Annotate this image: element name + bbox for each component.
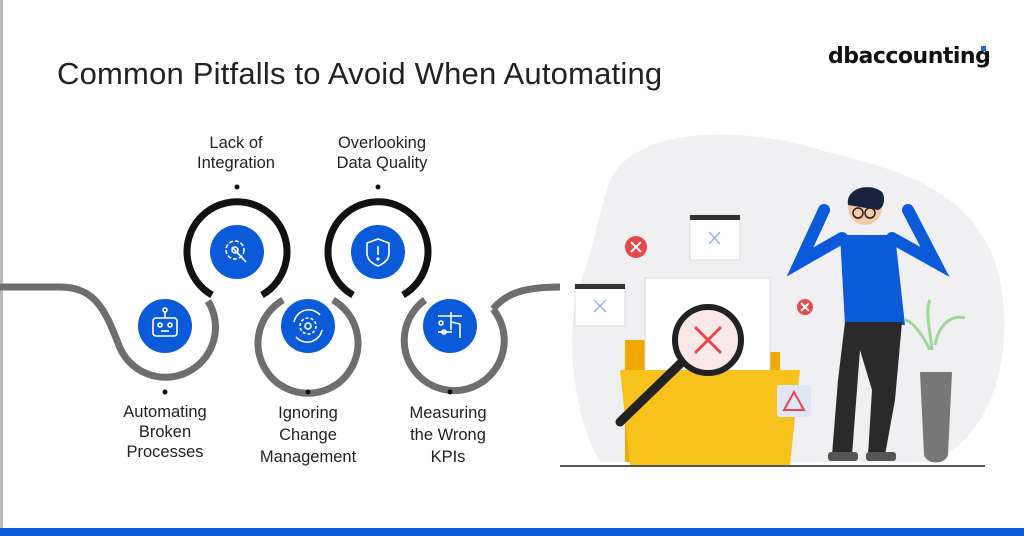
error-x-icon — [625, 236, 647, 258]
marker-dot — [234, 184, 240, 190]
pitfall-label-4: Overlooking Data Quality — [312, 133, 452, 173]
pitfall-label-5: Measuring the Wrong KPIs — [378, 402, 518, 468]
worried-person-illustration — [786, 187, 950, 461]
label-line: KPIs — [430, 448, 466, 466]
label-line: Broken — [138, 423, 192, 441]
label-line: Integration — [197, 154, 275, 172]
pitfall-label-1: Automating Broken Processes — [95, 402, 235, 462]
bottom-accent-bar — [0, 528, 1024, 536]
pitfall-label-2: Lack of Integration — [166, 133, 306, 173]
label-line: Automating — [123, 403, 207, 421]
browser-window-icon — [689, 214, 741, 261]
browser-window-icon — [574, 283, 626, 327]
track-arc-1 — [114, 299, 219, 381]
robot-icon — [138, 299, 192, 353]
track-arc-5 — [400, 297, 508, 395]
magnifier-icon — [615, 304, 744, 427]
track-arc-2 — [183, 198, 291, 299]
warning-icon — [777, 385, 811, 417]
hand-touch-icon — [423, 299, 477, 353]
label-line: Lack of — [209, 134, 263, 152]
frame-edge — [0, 0, 3, 536]
track-arc-4 — [324, 198, 432, 299]
plant-vase-illustration — [904, 299, 966, 463]
brand-logo-mark — [981, 46, 986, 51]
page-title: Common Pitfalls to Avoid When Automating — [57, 56, 663, 91]
marker-dot — [375, 184, 381, 190]
label-line: Change — [279, 426, 337, 444]
track-lead-right — [490, 283, 561, 312]
error-x-icon — [797, 299, 813, 315]
label-line: Overlooking — [337, 134, 427, 152]
brand-logo: dbaccounting — [828, 44, 991, 69]
gear-cycle-icon — [281, 299, 335, 353]
marker-dot — [447, 389, 453, 395]
label-line: Management — [259, 448, 357, 466]
marker-dot — [162, 389, 168, 395]
label-line: Measuring — [409, 404, 487, 422]
pitfall-label-3: Ignoring Change Management — [238, 402, 378, 468]
shield-alert-icon — [351, 225, 405, 279]
label-line: Ignoring — [278, 404, 338, 422]
marker-dot — [305, 389, 311, 395]
label-line: the Wrong — [410, 426, 486, 444]
gear-wrench-icon — [210, 225, 264, 279]
track-lead-left — [0, 283, 122, 345]
label-line: Data Quality — [336, 154, 428, 172]
label-line: Processes — [126, 443, 204, 461]
